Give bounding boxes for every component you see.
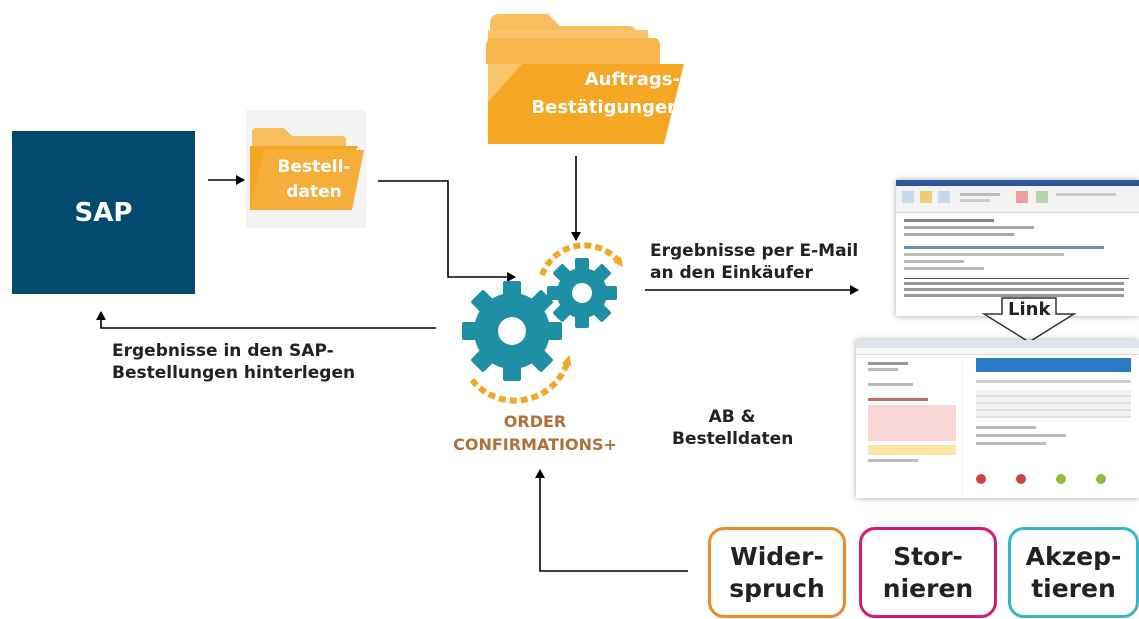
auftrag-line2: Bestätigungen bbox=[531, 97, 680, 118]
sap-result-label: Ergebnisse in den SAP- Bestellungen hint… bbox=[112, 340, 355, 384]
product-line2: CONFIRMATIONS+ bbox=[453, 435, 617, 454]
sap-label: SAP bbox=[74, 197, 133, 228]
arrow-folder-to-engine bbox=[378, 180, 516, 282]
widerspruch-line2: spruch bbox=[729, 573, 825, 603]
app-screenshot bbox=[856, 340, 1139, 498]
widerspruch-line1: Wider- bbox=[730, 541, 824, 571]
akzeptieren-button[interactable]: Akzep- tieren bbox=[1008, 527, 1139, 618]
auftrag-folder: Auftrags- Bestätigungen bbox=[478, 4, 688, 150]
folder-icon bbox=[486, 14, 684, 144]
link-down-arrow-icon bbox=[981, 297, 1077, 343]
bestelldaten-folder: Bestell- daten bbox=[246, 110, 366, 228]
product-name: ORDER CONFIRMATIONS+ bbox=[440, 410, 630, 456]
gears-icon bbox=[462, 242, 624, 404]
sap-result-line1: Ergebnisse in den SAP- bbox=[112, 341, 334, 361]
stornieren-button[interactable]: Stor- nieren bbox=[859, 527, 997, 618]
akzeptieren-line1: Akzep- bbox=[1025, 541, 1122, 571]
email-line2: an den Einkäufer bbox=[650, 263, 813, 283]
email-result-label: Ergebnisse per E-Mail an den Einkäufer bbox=[650, 240, 858, 284]
bestelldaten-line1: Bestell- bbox=[277, 157, 351, 177]
stornieren-line1: Stor- bbox=[893, 541, 963, 571]
widerspruch-button[interactable]: Wider- spruch bbox=[708, 527, 846, 618]
auftrag-line1: Auftrags- bbox=[584, 69, 680, 90]
folder-icon bbox=[250, 128, 364, 210]
ab-bestelldaten-label: AB & Bestelldaten bbox=[672, 406, 794, 450]
link-label: Link bbox=[1008, 299, 1051, 320]
email-line1: Ergebnisse per E-Mail bbox=[650, 241, 859, 261]
product-line1: ORDER bbox=[503, 412, 567, 431]
arrow-engine-to-sap bbox=[96, 311, 436, 329]
email-screenshot bbox=[896, 180, 1139, 316]
arrow-actions-to-engine bbox=[535, 469, 688, 572]
bestelldaten-line2: daten bbox=[286, 182, 342, 202]
ab-line1: AB & bbox=[708, 407, 756, 427]
sap-box: SAP bbox=[12, 131, 195, 294]
akzeptieren-line2: tieren bbox=[1031, 573, 1116, 603]
ab-line2: Bestelldaten bbox=[672, 429, 794, 449]
stornieren-line2: nieren bbox=[882, 573, 974, 603]
sap-result-line2: Bestellungen hinterlegen bbox=[112, 363, 356, 383]
